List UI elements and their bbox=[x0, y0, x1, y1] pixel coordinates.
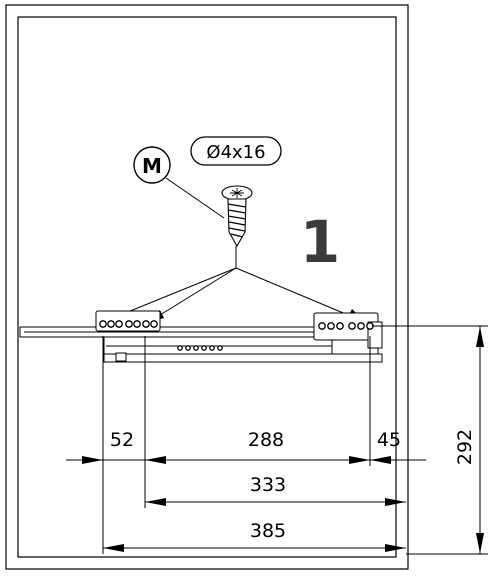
hole bbox=[193, 345, 199, 351]
arrow-front-offset-left bbox=[349, 456, 370, 464]
arrow-inner-span-left bbox=[145, 498, 166, 506]
drawer-runner bbox=[19, 310, 383, 363]
cabinet-panel bbox=[5, 4, 409, 570]
hole bbox=[115, 320, 123, 328]
dimension-front-offset: 45 bbox=[377, 429, 401, 451]
extension-lines bbox=[102, 325, 488, 555]
step-number: 1 bbox=[300, 208, 340, 276]
hole bbox=[327, 322, 335, 330]
hole bbox=[201, 345, 207, 351]
screw-spec-callout: Ø4x16 bbox=[190, 136, 282, 166]
hole bbox=[107, 320, 115, 328]
fastener-code-label: M bbox=[142, 154, 162, 178]
screw-thread bbox=[227, 203, 247, 238]
runner-bottom-rail bbox=[103, 353, 383, 363]
runner-holes bbox=[99, 320, 374, 351]
hole bbox=[150, 320, 158, 328]
hole bbox=[336, 322, 344, 330]
dimension-inner-span: 333 bbox=[250, 474, 286, 496]
arrow-depth-left bbox=[103, 544, 124, 552]
dimension-cabinet-depth: 385 bbox=[250, 520, 286, 542]
hole bbox=[209, 345, 215, 351]
fastener-code-circle bbox=[133, 146, 171, 184]
hole bbox=[318, 322, 326, 330]
hole bbox=[177, 345, 183, 351]
arrow-front-offset-right bbox=[370, 456, 391, 464]
dimension-runner-height: 292 bbox=[454, 429, 476, 465]
arrow-height-top bbox=[476, 326, 484, 347]
hole bbox=[185, 345, 191, 351]
screw-drive-slot bbox=[230, 188, 244, 198]
dimension-values: 52 288 45 333 385 292 bbox=[110, 429, 476, 542]
leader-front-screw bbox=[235, 267, 361, 321]
hole bbox=[217, 345, 223, 351]
hole bbox=[99, 320, 107, 328]
hole bbox=[133, 320, 141, 328]
cabinet-outer-outline bbox=[5, 4, 409, 570]
dimension-rear-offset: 52 bbox=[110, 429, 134, 451]
screw-icon bbox=[221, 185, 253, 248]
cabinet-inner-outline bbox=[17, 16, 397, 558]
arrow-inner-span-right bbox=[385, 498, 406, 506]
dimension-screw-spacing: 288 bbox=[248, 429, 284, 451]
arrow-height-bottom bbox=[476, 533, 484, 554]
arrow-rear-offset-right bbox=[145, 456, 166, 464]
dimension-arrows bbox=[82, 326, 484, 554]
rear-catch bbox=[115, 352, 127, 362]
hole bbox=[357, 322, 365, 330]
screw-spec-box bbox=[190, 136, 282, 166]
hole bbox=[125, 320, 133, 328]
leader-second-screw bbox=[151, 267, 237, 321]
hole bbox=[142, 320, 150, 328]
hole bbox=[348, 322, 356, 330]
arrow-rear-offset-left bbox=[82, 456, 103, 464]
fastener-code-leader bbox=[165, 177, 225, 219]
screw-spec-label: Ø4x16 bbox=[206, 142, 265, 163]
fastener-code-callout: M bbox=[133, 146, 225, 219]
arrow-depth-right bbox=[385, 544, 406, 552]
